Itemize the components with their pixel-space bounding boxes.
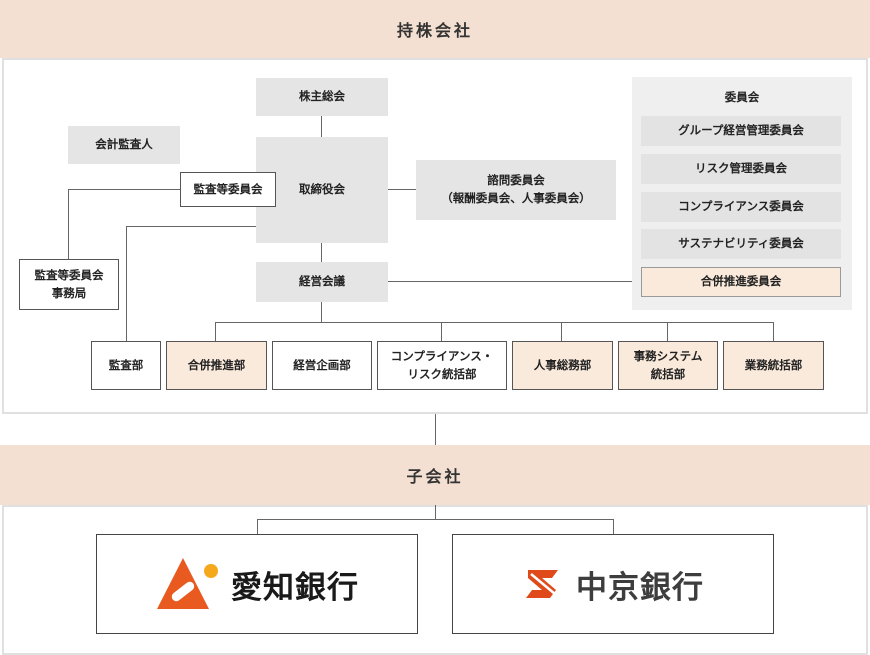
department-systems: 事務システム 統括部 — [618, 341, 718, 390]
connector-line — [435, 414, 436, 445]
accounting-auditor-box: 会計監査人 — [68, 126, 180, 164]
department-merger-promotion: 合併推進部 — [166, 341, 267, 390]
audit-committee-label: 監査等委員会 — [193, 181, 263, 196]
aichi-bank-name: 愛知銀行 — [231, 569, 359, 606]
connector-line — [321, 302, 322, 322]
subsidiary-header: 子会社 — [0, 445, 870, 505]
holding-company-header: 持株会社 — [0, 0, 870, 58]
connector-line — [68, 189, 181, 190]
department-compliance-risk: コンプライアンス・ リスク統括部 — [377, 341, 507, 390]
holding-company-title: 持株会社 — [396, 21, 473, 40]
chukyo-bank-logo-icon — [526, 570, 558, 598]
subsidiary-title: 子会社 — [406, 467, 464, 486]
management-meeting-box: 経営会議 — [256, 262, 388, 302]
department-label: 事務システム 統括部 — [633, 348, 703, 381]
committee-item: サステナビリティ委員会 — [641, 229, 841, 259]
committee-item-label: リスク管理委員会 — [695, 161, 787, 176]
department-label: コンプライアンス・ リスク統括部 — [390, 348, 494, 381]
shareholders-meeting-label: 株主総会 — [299, 89, 345, 104]
connector-line — [667, 322, 668, 341]
department-label: 経営企画部 — [293, 357, 351, 372]
department-business-operations: 業務統括部 — [723, 341, 824, 390]
committee-item: リスク管理委員会 — [641, 154, 841, 184]
advisory-committee-label: 諮問委員会 （報酬委員会、人事委員会） — [441, 173, 591, 205]
department-label: 合併推進部 — [187, 357, 246, 372]
board-of-directors-label: 取締役会 — [299, 182, 345, 197]
aichi-bank-logo-icon — [157, 558, 218, 609]
chukyo-bank-box: 中京銀行 — [452, 534, 774, 634]
connector-line — [257, 519, 613, 520]
connector-line — [215, 322, 774, 323]
committee-item-label: 合併推進委員会 — [700, 274, 782, 289]
committees-title-label: 委員会 — [724, 90, 760, 105]
committee-item: グループ経営管理委員会 — [641, 116, 841, 146]
department-label: 業務統括部 — [744, 357, 803, 372]
connector-line — [321, 116, 322, 137]
connector-line — [68, 189, 69, 259]
connector-line — [321, 243, 322, 262]
chukyo-bank-name: 中京銀行 — [576, 569, 704, 606]
connector-line — [215, 322, 216, 341]
connector-line — [613, 519, 614, 534]
committee-item-label: サステナビリティ委員会 — [678, 236, 804, 251]
advisory-committee-box: 諮問委員会 （報酬委員会、人事委員会） — [416, 160, 616, 220]
committee-item-label: グループ経営管理委員会 — [678, 123, 804, 138]
audit-committee-office-label: 監査等委員会 事務局 — [34, 267, 104, 300]
committee-item: コンプライアンス委員会 — [641, 192, 841, 222]
audit-committee-box: 監査等委員会 — [180, 172, 276, 207]
connector-line — [126, 226, 256, 227]
accounting-auditor-label: 会計監査人 — [95, 137, 153, 152]
committee-item-label: コンプライアンス委員会 — [678, 199, 804, 214]
committee-item-merger: 合併推進委員会 — [641, 267, 841, 297]
connector-line — [441, 322, 442, 341]
department-hr-general-affairs: 人事総務部 — [512, 341, 613, 390]
connector-line — [435, 505, 436, 519]
board-of-directors-box: 取締役会 — [256, 137, 388, 243]
connector-line — [388, 189, 416, 190]
committees-title: 委員会 — [632, 86, 852, 110]
connector-line — [388, 281, 641, 282]
shareholders-meeting-box: 株主総会 — [256, 78, 388, 116]
department-corporate-planning: 経営企画部 — [272, 341, 372, 390]
connector-line — [257, 519, 258, 534]
department-audit: 監査部 — [91, 341, 161, 390]
connector-line — [126, 226, 127, 341]
aichi-bank-box: 愛知銀行 — [96, 534, 418, 634]
audit-committee-office-box: 監査等委員会 事務局 — [19, 259, 119, 310]
department-label: 人事総務部 — [533, 357, 592, 372]
connector-line — [561, 322, 562, 341]
management-meeting-label: 経営会議 — [299, 274, 345, 289]
connector-line — [773, 322, 774, 341]
department-label: 監査部 — [108, 357, 144, 372]
